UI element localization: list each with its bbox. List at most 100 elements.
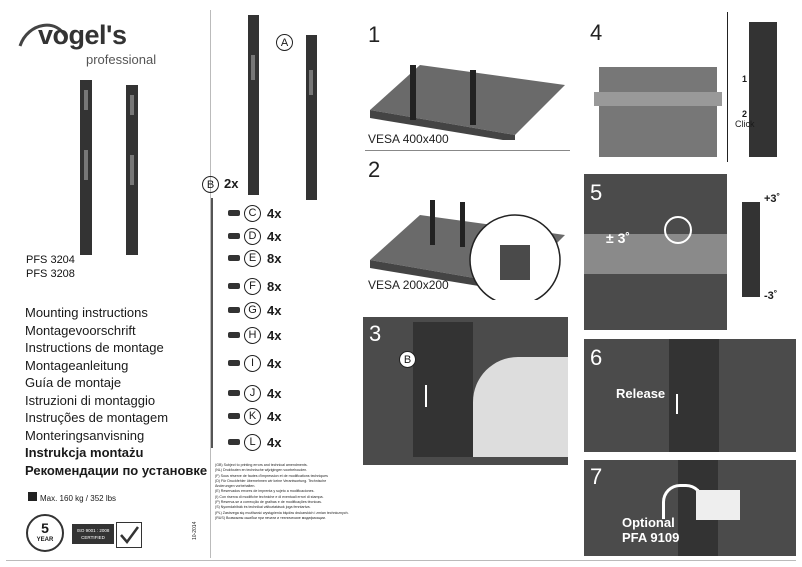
warranty-years: 5 <box>41 520 49 536</box>
step-2-number: 2 <box>368 157 381 182</box>
step-3-rail <box>413 322 473 457</box>
title-pl: Instrukcja montażu <box>25 445 144 460</box>
part-row: L 4x <box>228 432 281 452</box>
part-row: I 4x <box>228 353 281 373</box>
brand-logo: vogel's professional <box>18 18 158 68</box>
note-pt: (P) Reserva-se a correcção de gralhas e … <box>215 500 322 505</box>
step-1-illustration <box>370 65 565 140</box>
part-b-label: B <box>202 176 219 193</box>
step-4-wall-mount <box>599 67 717 157</box>
part-qty: 8x <box>267 278 282 294</box>
bottom-divider <box>6 560 796 561</box>
warranty-seal: 5 YEAR <box>26 514 64 552</box>
iso-line1: ISO 9001 : 2008 <box>76 528 110 533</box>
step-5-bar <box>584 234 727 274</box>
note-es: (E) Reservados errores de imprenta y suj… <box>215 489 315 494</box>
note-nl: (NL) Drukfouten en technische wijziginge… <box>215 468 308 473</box>
step-4-n2: 2 <box>742 109 748 119</box>
part-b-rod <box>211 198 213 448</box>
part-icon <box>228 390 240 396</box>
part-letter: I <box>244 354 261 372</box>
part-icon <box>228 255 240 261</box>
step-6-release: Release <box>616 386 666 401</box>
step-4-number: 4 <box>590 20 603 45</box>
part-row: K 4x <box>228 406 281 426</box>
title-es: Guía de montaje <box>25 375 122 390</box>
title-it: Istruzioni di montaggio <box>25 392 156 408</box>
step-3-number: 3 <box>369 321 382 346</box>
part-icon <box>228 210 240 216</box>
part-qty: 4x <box>267 302 282 318</box>
step-5-minus: -3˚ <box>764 290 778 302</box>
title-nl: Montagevoorschrift <box>25 322 136 338</box>
title-de: Montageanleitung <box>25 357 129 373</box>
note-fr: (F) Sous réserve de fautes d'impression … <box>215 473 328 478</box>
note-hu: (S) Nyomdahibák és technikai változtatás… <box>215 505 311 510</box>
step-5-angle: ± 3˚ <box>606 230 631 246</box>
part-icon <box>228 332 240 338</box>
step-4-panel: 4 1 2 Click <box>584 12 796 162</box>
warranty-unit: YEAR <box>36 537 54 543</box>
step-5-panel: 5 ± 3˚ <box>584 174 727 330</box>
step-4-n1: 1 <box>742 74 748 84</box>
title-fr: Instructions de montage <box>25 340 164 355</box>
title-sv: Monteringsanvisning <box>25 427 145 443</box>
step-4-side-view <box>749 22 777 157</box>
part-a-label: A <box>276 34 293 51</box>
part-icon <box>228 283 240 289</box>
down-arrow-icon <box>676 394 678 414</box>
disclaimer-notes: (GB) Subject to printing errors and tech… <box>215 463 365 521</box>
step-6-panel: 6 Release <box>584 339 796 452</box>
step-3-part-b: B <box>399 351 416 368</box>
down-arrow-icon <box>425 385 427 407</box>
step-2-vesa: VESA 200x200 <box>368 278 449 292</box>
part-qty: 4x <box>267 355 282 371</box>
title-ru: Рекомендации по установке <box>25 462 208 478</box>
brand-sub: professional <box>86 52 157 67</box>
iso-badge: ISO 9001 : 2008 CERTIFIED <box>72 524 114 544</box>
part-letter: H <box>244 326 261 344</box>
part-letter: J <box>244 384 261 402</box>
note-gb: (GB) Subject to printing errors and tech… <box>215 463 308 467</box>
step-6-number: 6 <box>590 345 603 370</box>
step-5-side: +3˚ -3˚ <box>727 174 796 330</box>
part-qty: 4x <box>267 434 282 450</box>
weight-limit: Max. 160 kg / 352 lbs <box>40 494 117 503</box>
product-rails-illustration <box>80 80 138 255</box>
title-en: Mounting instructions <box>25 305 148 320</box>
weight-icon <box>28 492 37 501</box>
lock-body-icon <box>696 490 740 520</box>
note-de-2: Änderungen vorbehalten. <box>215 484 256 489</box>
step-7-panel: 7 Optional PFA 9109 <box>584 460 796 556</box>
iso-line2: CERTIFIED <box>81 535 105 540</box>
brand-name: vogel's <box>38 20 127 50</box>
note-ru: (RUS) Возможны ошибки при печати и техни… <box>215 515 326 520</box>
step-5-side-view <box>742 202 760 297</box>
part-letter: E <box>244 249 261 267</box>
doc-code: 10-2014 <box>192 521 198 540</box>
part-letter: L <box>244 433 261 451</box>
step-1-vesa: VESA 400x400 <box>368 132 449 146</box>
title-pt: Instruções de montagem <box>25 410 169 425</box>
part-qty: 4x <box>267 408 282 424</box>
part-qty: 4x <box>267 228 282 244</box>
note-de: (D) Für Druckfehler übernehmen wir keine… <box>215 478 327 483</box>
note-it: (I) Con riserva di modifiche techniche e… <box>215 494 324 499</box>
part-a-illustration <box>248 15 317 200</box>
step-1-divider <box>365 150 570 151</box>
part-letter: K <box>244 407 261 425</box>
model-1: PFS 3204 <box>26 254 75 266</box>
manual-titles: Mounting instructions Montagevoorschrift… <box>25 304 207 479</box>
logo-swoosh <box>18 23 68 47</box>
step-7-optional: Optional <box>622 515 675 530</box>
part-icon <box>228 360 240 366</box>
part-qty: 4x <box>267 205 282 221</box>
note-pl: (PL) Zastrzega się możliwość wystąpienia… <box>215 510 349 515</box>
